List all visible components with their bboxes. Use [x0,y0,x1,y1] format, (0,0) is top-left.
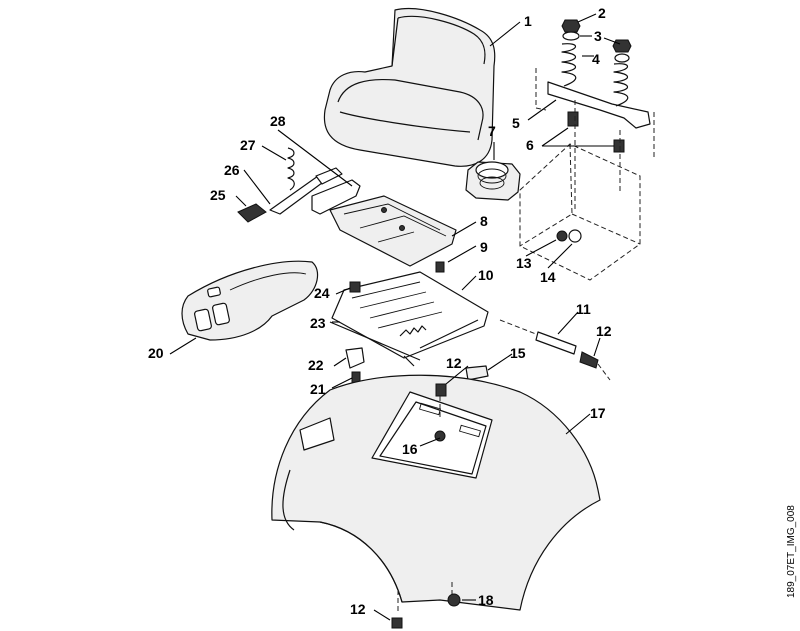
callout-5: 5 [512,115,520,131]
leader-lines [169,13,621,621]
spring-right [612,39,632,107]
rear-fender [271,374,601,629]
callout-25: 25 [210,187,226,203]
callout-12-b: 12 [446,355,462,371]
callout-1: 1 [524,13,532,29]
pin-and-bolt [499,319,611,381]
spring-bracket [547,19,651,153]
clamp [329,321,421,385]
callout-3: 3 [594,28,602,44]
callout-8: 8 [480,213,488,229]
seat [323,8,496,167]
reference-code: 189_07ET_IMG_008 [786,505,797,598]
callout-6: 6 [526,137,534,153]
callout-21: 21 [310,381,326,397]
callout-24: 24 [314,285,330,301]
callout-labels: 1 2 3 4 5 6 7 8 9 10 11 12 12 12 13 14 1… [148,5,612,617]
spring-left [561,19,581,87]
frame-bracket-dashed [519,68,655,281]
callout-11: 11 [576,301,591,317]
callout-20: 20 [148,345,164,361]
callout-17: 17 [590,405,606,421]
callout-12-a: 12 [596,323,612,339]
callout-27: 27 [240,137,256,153]
callout-12-c: 12 [350,601,366,617]
callout-22: 22 [308,357,324,373]
callout-10: 10 [478,267,494,283]
callout-18: 18 [478,592,494,608]
damper-unit [465,161,521,201]
console-cover [181,260,319,341]
seat-slide [329,195,457,273]
callout-16: 16 [402,441,418,457]
callout-2: 2 [598,5,606,21]
stop-block [465,365,489,381]
callout-9: 9 [480,239,488,255]
callout-7: 7 [488,123,496,139]
callout-4: 4 [592,51,600,67]
adjuster-lever [237,129,361,223]
seat-plate [331,271,489,367]
callout-14: 14 [540,269,556,285]
callout-23: 23 [310,315,326,331]
callout-28: 28 [270,113,286,129]
callout-15: 15 [510,345,526,361]
callout-26: 26 [224,162,240,178]
callout-13: 13 [516,255,532,271]
